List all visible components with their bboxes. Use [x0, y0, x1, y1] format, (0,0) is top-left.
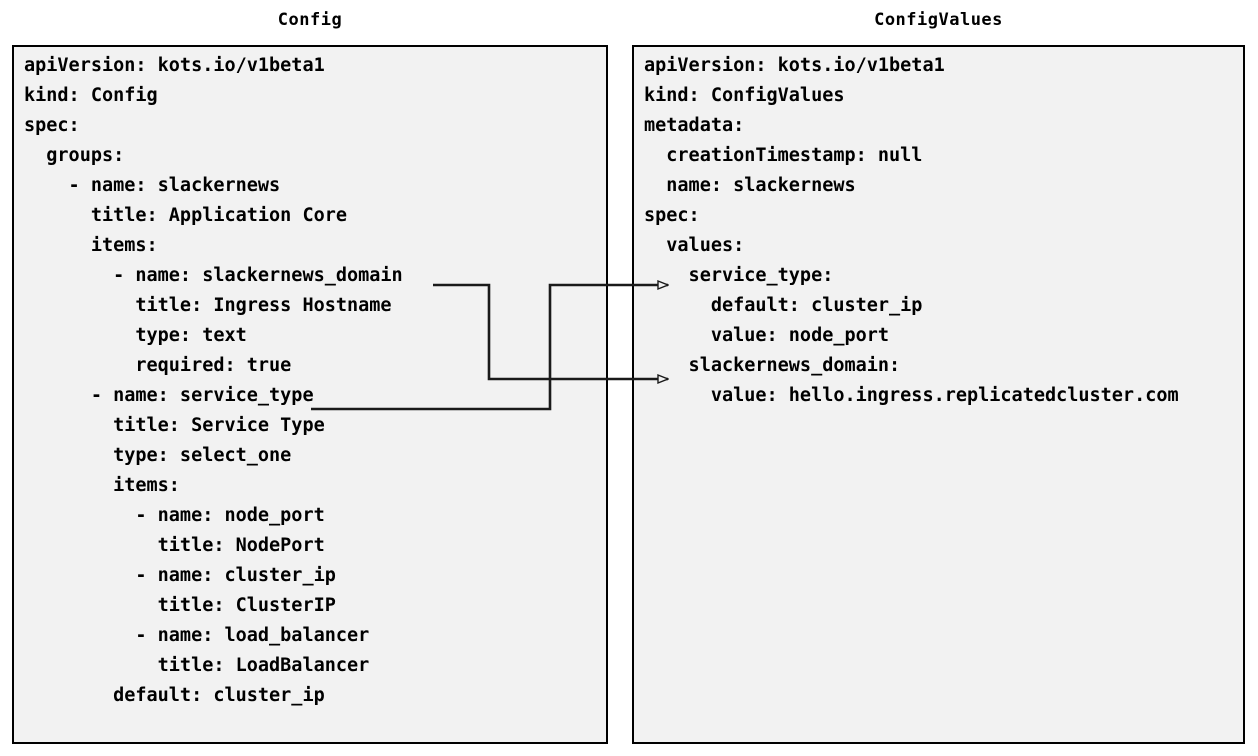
- configvalues-panel-title: ConfigValues: [874, 10, 1003, 30]
- config-panel-title: Config: [277, 10, 343, 30]
- configvalues-panel: apiVersion: kots.io/v1beta1 kind: Config…: [632, 45, 1245, 744]
- configvalues-yaml-text: apiVersion: kots.io/v1beta1 kind: Config…: [644, 55, 1179, 406]
- config-yaml-text: apiVersion: kots.io/v1beta1 kind: Config…: [24, 55, 403, 706]
- config-panel: apiVersion: kots.io/v1beta1 kind: Config…: [12, 45, 608, 744]
